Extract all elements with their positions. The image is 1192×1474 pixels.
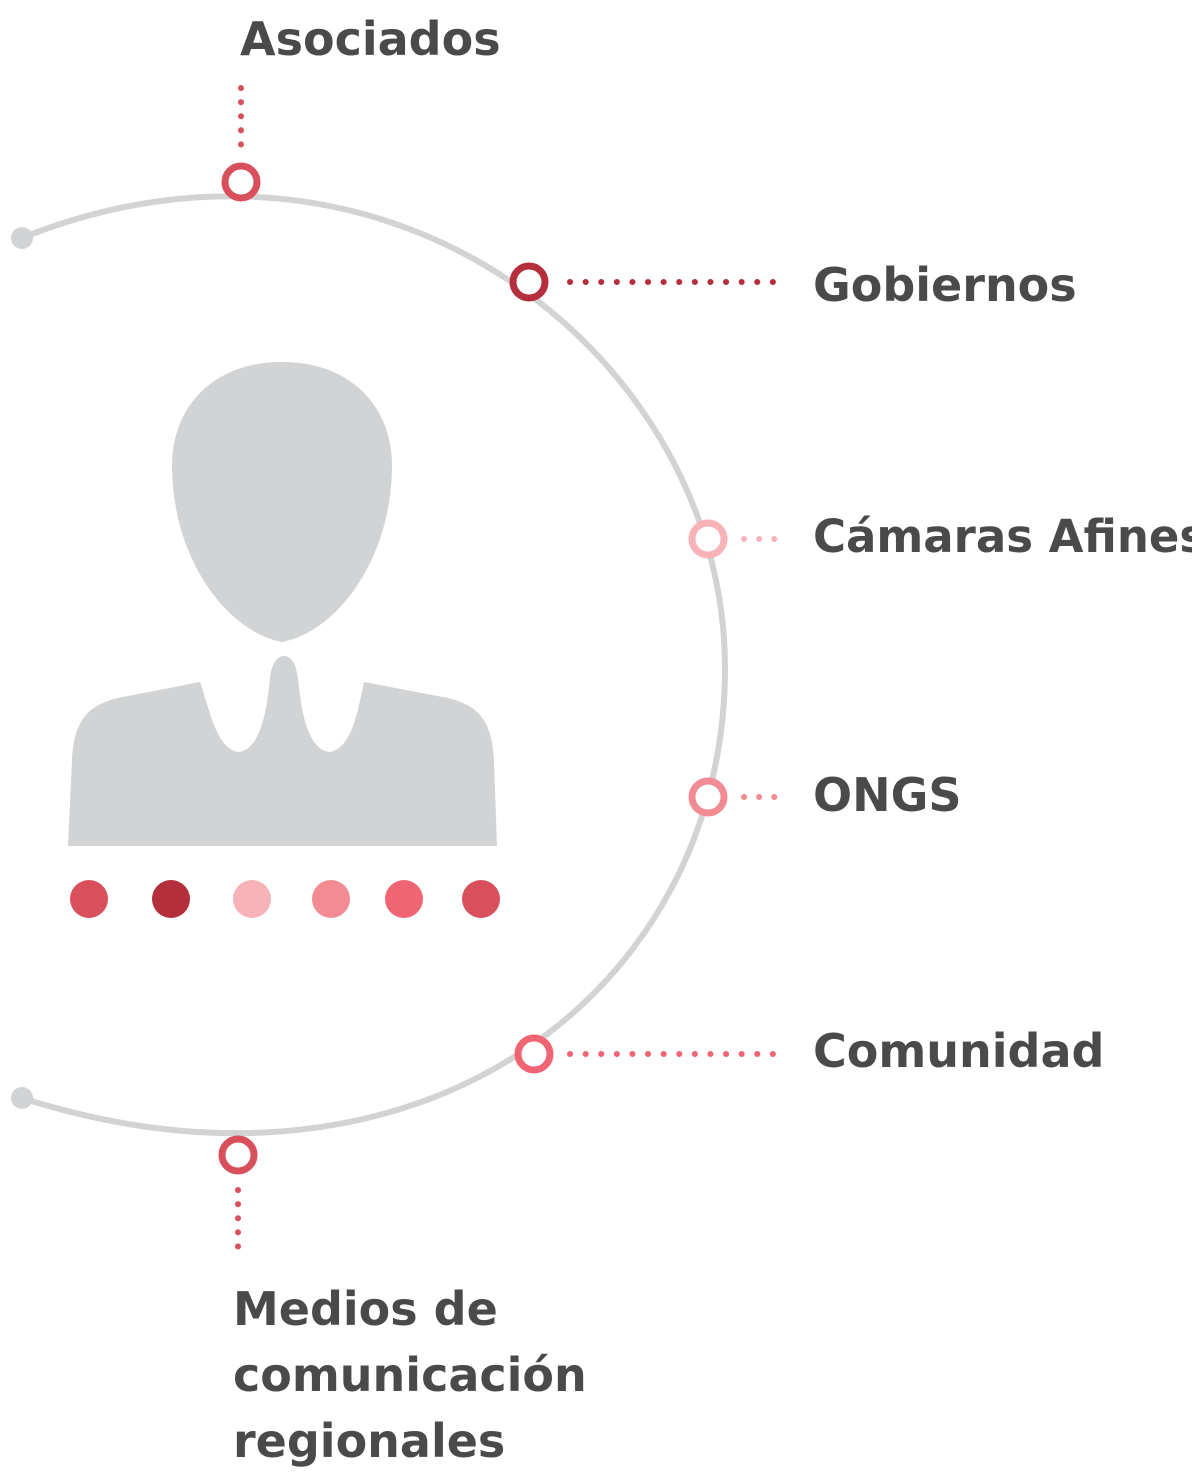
dot-2 xyxy=(152,880,190,918)
node-comunidad xyxy=(514,1034,554,1074)
person-silhouette-icon xyxy=(68,362,497,846)
node-ongs xyxy=(688,777,728,817)
arc-end-top xyxy=(11,227,33,249)
dot-6 xyxy=(462,880,500,918)
dot-1 xyxy=(70,880,108,918)
label-gobiernos: Gobiernos xyxy=(813,258,1077,312)
label-medios-line-3: regionales xyxy=(233,1414,506,1468)
label-medios-line-2: comunicación xyxy=(233,1348,587,1402)
node-gobiernos xyxy=(509,262,549,302)
arc-end-bottom xyxy=(11,1087,33,1109)
label-ongs: ONGS xyxy=(813,768,962,822)
label-medios-line-1: Medios de xyxy=(233,1282,498,1336)
dot-4 xyxy=(312,880,350,918)
label-asociados: Asociados xyxy=(240,12,501,66)
stakeholder-arc xyxy=(19,193,729,1136)
label-comunidad: Comunidad xyxy=(813,1024,1105,1078)
dot-3 xyxy=(233,880,271,918)
legend-dots xyxy=(70,880,500,918)
node-medios xyxy=(218,1135,258,1175)
node-asociados xyxy=(221,162,261,202)
node-camaras xyxy=(688,519,728,559)
label-medios: Medios de comunicación regionales xyxy=(233,1276,653,1474)
label-camaras-afines: Cámaras Afines xyxy=(813,510,1192,563)
dot-5 xyxy=(385,880,423,918)
